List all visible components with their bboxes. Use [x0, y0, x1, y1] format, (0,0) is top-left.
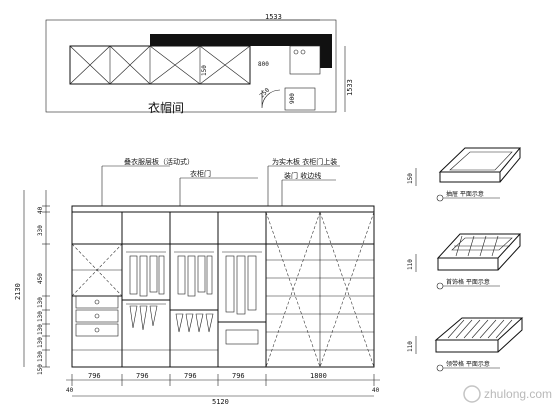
plan-outline [45, 19, 337, 113]
detail-2-caption: 首饰格 平面示意 [446, 278, 490, 286]
left-dimension-chain: 2130 40 330 450 130 130 130 130 130 150 [14, 190, 50, 375]
dim-col-5: 1800 [310, 372, 327, 380]
hanging-clothes-1 [129, 255, 165, 297]
dim-total-width: 5120 [212, 398, 229, 406]
dim-end-right: 40 [372, 387, 380, 394]
door-swing [261, 89, 281, 109]
detail-views: 150 抽屉 平面示意 110 首饰格 平面示意 [407, 147, 524, 372]
watermark-text: zhulong.com [484, 387, 552, 401]
drawer-3 [75, 323, 119, 337]
detail-3-caption: 领带格 平面示意 [446, 360, 490, 368]
plan-wardrobe [69, 45, 251, 85]
dim-col-1: 796 [88, 372, 101, 380]
plan-dim-a: 150 [201, 65, 208, 76]
hanging-clothes-3 [225, 255, 257, 315]
detail-tie-tray: 110 领带格 平面示意 [407, 317, 524, 372]
dim-left-4: 130 [37, 311, 44, 322]
detail-2-height: 110 [407, 259, 414, 270]
dim-total-height: 2130 [14, 283, 22, 300]
detail-3-height: 110 [407, 341, 414, 352]
dim-left-6: 130 [37, 337, 44, 348]
dim-end-left: 40 [66, 387, 74, 394]
plan-dim-d: 900 [289, 93, 296, 104]
drawer-1 [75, 295, 119, 309]
dim-left-3: 130 [37, 297, 44, 308]
folded-shelf [175, 313, 214, 333]
plan-dim-c: 250 [258, 87, 271, 100]
plan-view: 衣帽间 1533 1533 150 800 250 900 [45, 13, 354, 115]
callout-door: 衣柜门 [190, 169, 211, 178]
dim-left-5: 130 [37, 324, 44, 335]
callout-wood: 为实木板 衣柜门上装 [272, 157, 337, 166]
plan-dim-right: 1533 [346, 79, 354, 96]
cabinet-frame [71, 211, 375, 368]
room-label: 衣帽间 [148, 100, 184, 115]
top-rail [71, 205, 375, 213]
dim-col-2: 796 [136, 372, 149, 380]
dim-left-top-row: 450 [37, 273, 44, 284]
watermark: zhulong.com [463, 385, 552, 403]
plan-dim-b: 800 [258, 61, 269, 68]
callout-shelf: 叠衣服层板（活动式） [124, 157, 194, 166]
dim-left-2: 330 [37, 225, 44, 236]
dim-col-4: 796 [232, 372, 245, 380]
detail-grid-tray: 110 首饰格 平面示意 [407, 233, 522, 290]
dim-col-3: 796 [184, 372, 197, 380]
hanging-clothes-1b [129, 305, 158, 331]
drawer-2 [75, 309, 119, 323]
detail-1-caption: 抽屉 平面示意 [446, 190, 484, 198]
dim-left-8: 150 [37, 364, 44, 375]
dim-left-1: 40 [37, 206, 44, 214]
bottom-dimension-chain: 796 796 796 796 1800 40 40 5120 [66, 372, 380, 406]
detail-drawer: 150 抽屉 平面示意 [407, 147, 522, 202]
watermark-icon [463, 385, 481, 403]
plan-right-cabinet [289, 45, 321, 75]
hanging-clothes-2 [177, 255, 213, 297]
plan-wall-right [320, 34, 332, 68]
elevation-view: 叠衣服层板（活动式） 衣柜门 为实木板 衣柜门上装 装门 收边线 796 796… [14, 157, 380, 406]
callout-edge: 装门 收边线 [284, 171, 321, 180]
bottom-box [225, 329, 259, 345]
plan-dim-top: 1533 [265, 13, 282, 21]
dim-left-7: 130 [37, 351, 44, 362]
plan-wall-top [150, 34, 320, 46]
detail-1-height: 150 [407, 173, 414, 184]
